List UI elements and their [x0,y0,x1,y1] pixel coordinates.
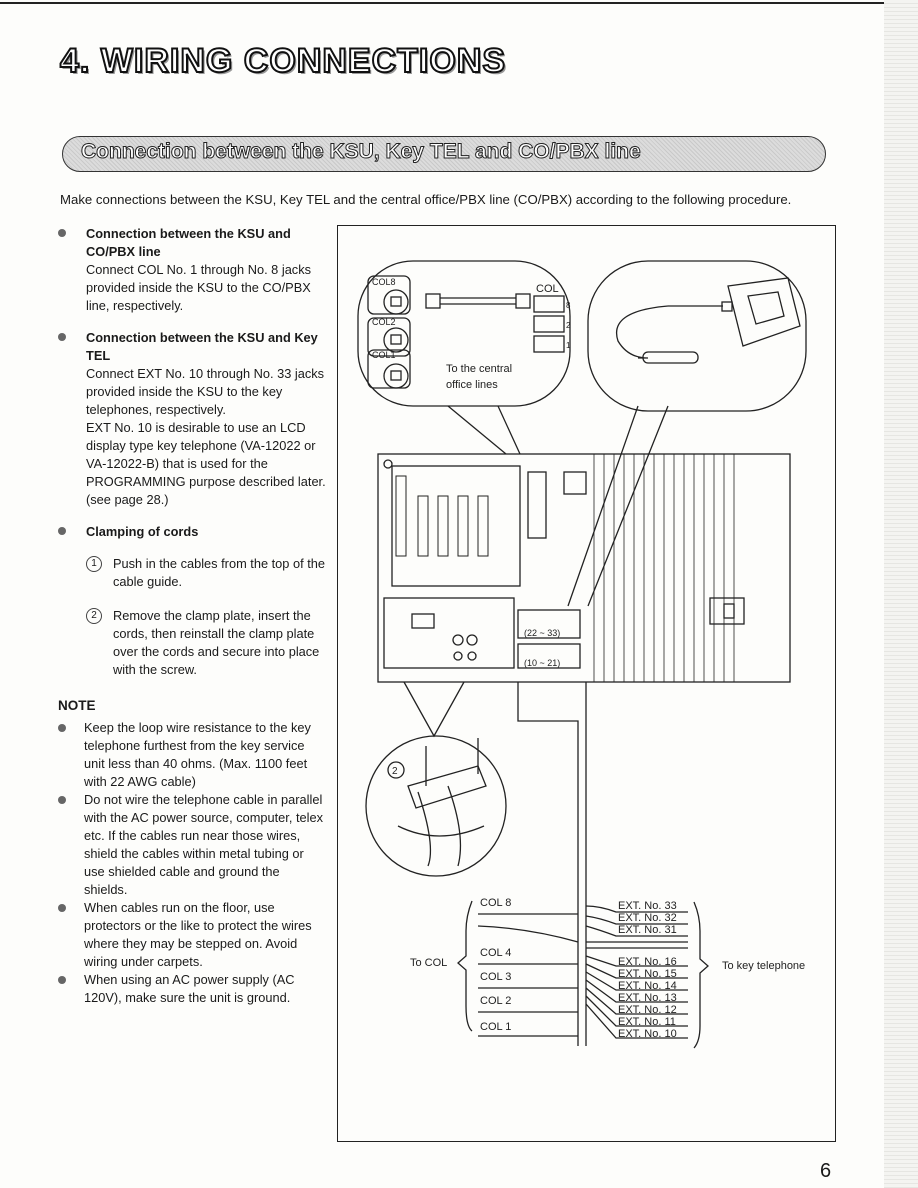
bullet-icon [58,527,66,535]
note-item: Do not wire the telephone cable in paral… [58,791,326,899]
wiring-diagram: COL8 COL2 COL1 COL 8 2 1 To the central … [357,260,807,1049]
ext-label: EXT. No. 12 [618,1004,677,1016]
pointer-line [587,405,669,607]
connector-icon [563,471,587,495]
note-item: Keep the loop wire resistance to the key… [58,719,326,791]
bullet-icon [58,976,66,984]
modular-plug-cable [425,293,531,309]
ext-label: EXT. No. 32 [618,912,677,924]
jack-detail-bubble [357,260,571,407]
ext-jack-lower [517,643,581,669]
jack-label: COL2 [372,317,396,327]
jack-label: COL1 [372,350,396,360]
bullet-icon [58,904,66,912]
ksu-unit [377,453,791,683]
step-2: 2 Remove the clamp plate, insert the cor… [58,607,326,679]
ksu-cover-ribs [593,453,791,683]
pointer-line [497,405,521,455]
central-line-label-2: office lines [446,379,498,391]
ext-range-lower: (10 ~ 21) [524,658,560,668]
board-chips [395,475,489,557]
col-line [477,925,579,943]
callout-number: 2 [392,766,398,777]
page-number: 6 [820,1160,832,1182]
col-wire-label: COL 1 [480,1021,511,1033]
col-jack-strip [533,295,565,353]
wiring-diagram-frame: COL8 COL2 COL1 COL 8 2 1 To the central … [337,225,836,1142]
ext-label: EXT. No. 33 [618,900,677,912]
step-text: Remove the clamp plate, insert the cords… [113,608,320,677]
section-banner: Connection between the KSU, Key TEL and … [62,136,826,172]
switch-toggle [723,603,735,619]
step-number: 2 [86,608,102,624]
banner-text: Connection between the KSU, Key TEL and … [81,140,642,164]
ext-label: EXT. No. 10 [618,1028,677,1040]
pointer-line [567,405,639,607]
col-pin: 2 [566,321,571,330]
bullet-icon [58,229,66,237]
ext-label: EXT. No. 14 [618,980,677,992]
col-wire-label: COL 2 [480,995,511,1007]
col-wire-label: COL 8 [480,897,511,909]
to-key-label: To key telephone [722,960,805,972]
bullet-icon [58,724,66,732]
power-board [383,597,515,669]
col-wire-label: COL 4 [480,947,511,959]
step-number: 1 [86,556,102,572]
left-column: Connection between the KSU and CO/PBX li… [58,225,326,1007]
ext-label: EXT. No. 13 [618,992,677,1004]
central-line-label: To the central [446,363,512,375]
pointer-line [447,405,507,455]
section-heading: Clamping of cords [86,524,199,539]
ext-label: EXT. No. 16 [618,956,677,968]
clamp-plate-icon [397,738,487,867]
key-telephone-icon [616,277,801,364]
note-item: When cables run on the floor, use protec… [58,899,326,971]
callout-circle [387,761,405,779]
power-connector [411,613,435,629]
section-col-connection: Connection between the KSU and CO/PBX li… [58,225,326,315]
col-pin: 8 [566,301,571,310]
top-rule [0,2,918,4]
col-jack-block [527,471,547,539]
power-switch [709,597,745,625]
section-keytel-connection: Connection between the KSU and Key TEL C… [58,329,326,509]
modular-jacks [367,275,411,389]
ext-lines [585,905,688,1039]
col-label: COL [536,283,559,295]
jack-label: COL8 [372,277,396,287]
section-clamping: Clamping of cords [58,523,326,541]
bullet-icon [58,333,66,341]
section-heading: Connection between the KSU and Key TEL [86,330,318,363]
screw-icon [383,459,393,469]
ksu-board [391,465,521,587]
bullet-icon [58,796,66,804]
to-col-label: To COL [410,957,447,969]
ext-range-upper: (22 ~ 33) [524,628,560,638]
note-item: When using an AC power supply (AC 120V),… [58,971,326,1007]
col-wire-label: COL 3 [480,971,511,983]
scan-edge [884,0,918,1188]
pointer-line [403,681,465,738]
ext-jack-upper [517,609,581,639]
step-text: Push in the cables from the top of the c… [113,556,325,589]
ext-label: EXT. No. 11 [618,1016,676,1028]
col-brace [457,900,473,1032]
section-body: Connect EXT No. 10 through No. 33 jacks … [86,366,325,417]
ext-label: EXT. No. 15 [618,968,677,980]
section-heading: Connection between the KSU and CO/PBX li… [86,226,291,259]
keytel-detail-bubble [587,260,807,412]
ext-brace [693,901,709,1049]
intro-text: Make connections between the KSU, Key TE… [60,192,792,207]
clamp-detail-bubble [365,735,507,877]
col-pin: 1 [566,341,571,350]
section-body-2: EXT No. 10 is desirable to use an LCD di… [86,420,326,507]
cable-path [517,682,579,1046]
ext-label: EXT. No. 31 [618,924,677,936]
step-1: 1 Push in the cables from the top of the… [58,555,326,591]
section-body: Connect COL No. 1 through No. 8 jacks pr… [86,262,312,313]
note-heading: NOTE [58,698,96,713]
page-title: 4. WIRING CONNECTIONS [59,41,507,81]
